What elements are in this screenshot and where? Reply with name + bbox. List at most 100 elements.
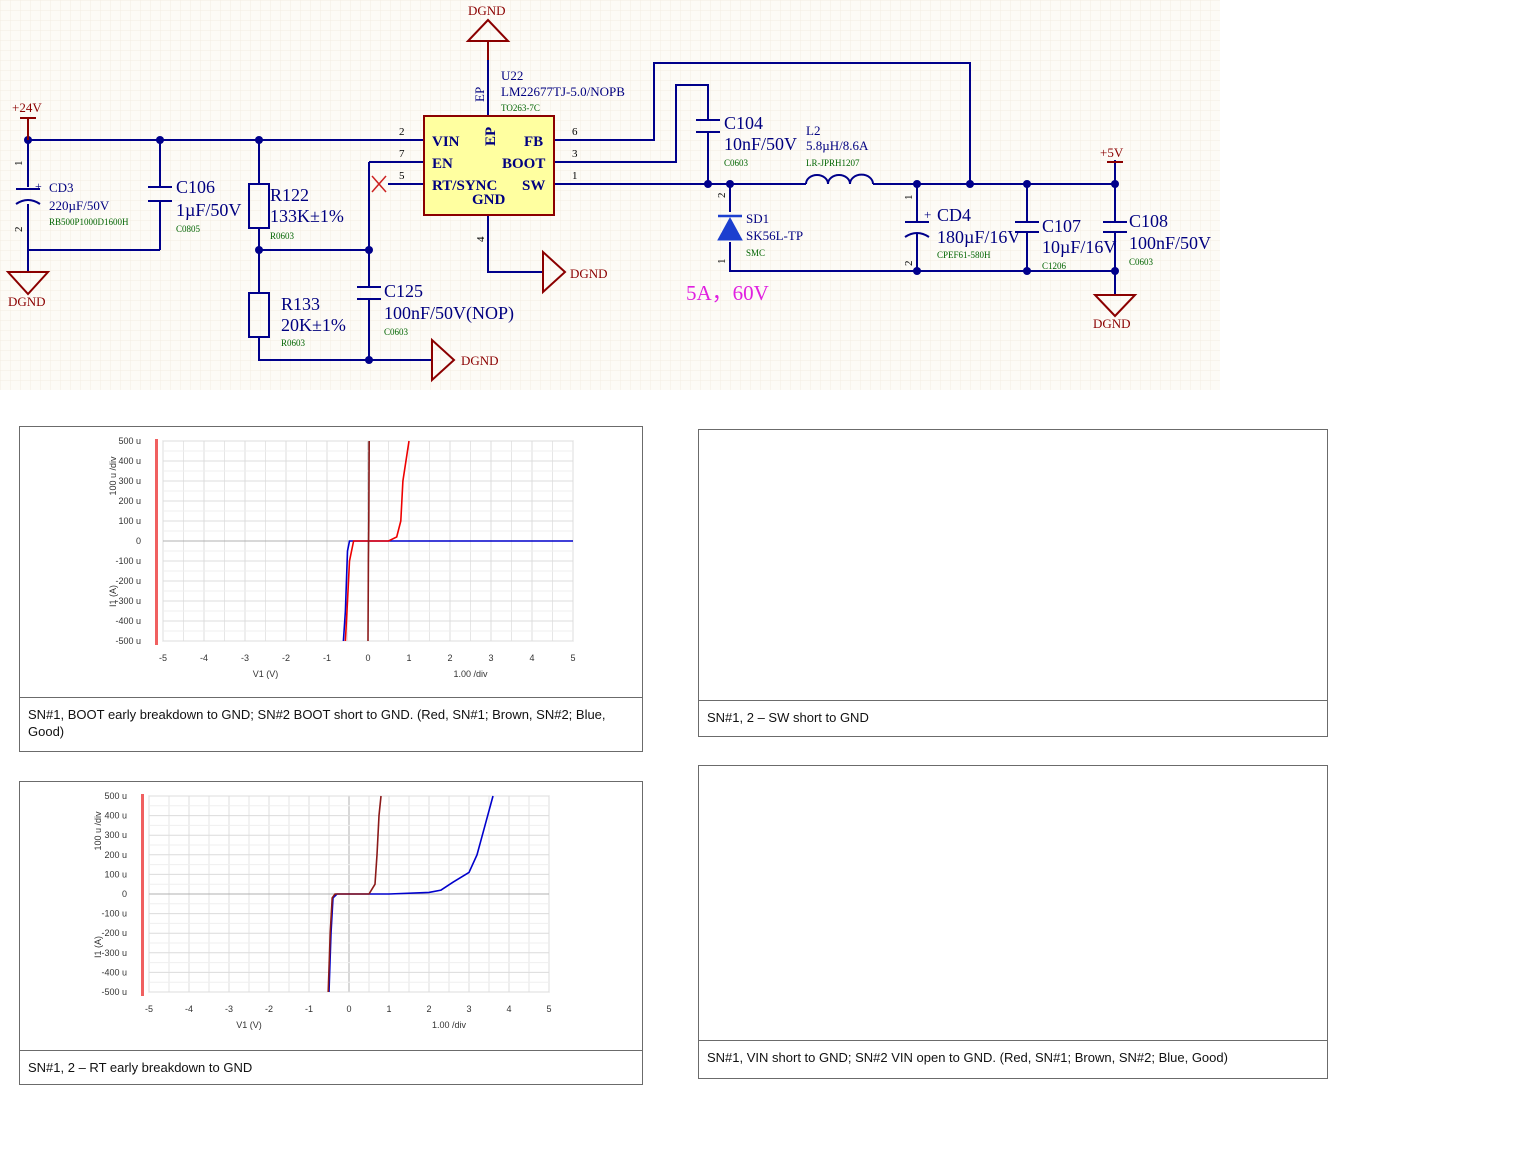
designator: C104: [724, 113, 763, 133]
gnd-symbol-right: DGND: [1092, 294, 1138, 331]
gnd-symbol-top: DGND: [465, 3, 511, 60]
footprint: R0603: [270, 231, 295, 241]
ic-u22: VIN EN RT/SYNC FB BOOT SW GND EP EP 2 7 …: [399, 68, 625, 242]
x-tick-label: 5: [546, 1004, 551, 1014]
plot-caption: SN#1, 2 – RT early breakdown to GND: [20, 1050, 642, 1084]
y-tick-label: 300 u: [104, 830, 127, 840]
value: 180µF/16V: [937, 227, 1020, 247]
rating-note: 5A，60V: [686, 281, 769, 305]
x-tick-label: -2: [265, 1004, 273, 1014]
x-tick-label: -3: [225, 1004, 233, 1014]
plot-caption: SN#1, VIN short to GND; SN#2 VIN open to…: [699, 1040, 1327, 1078]
gnd-label: DGND: [461, 353, 499, 368]
value: 10µF/16V: [1042, 237, 1116, 257]
axis-marker: [141, 794, 144, 996]
ic-pin-rt: RT/SYNC: [432, 178, 497, 194]
y-tick-label: -100 u: [115, 556, 141, 566]
value: 100nF/50V(NOP): [384, 303, 514, 324]
net-label-5v: +5V: [1100, 145, 1124, 160]
value: 10nF/50V: [724, 134, 797, 154]
footprint: C0603: [724, 158, 749, 168]
y-tick-label: 500 u: [104, 791, 127, 801]
y-tick-label: 100 u: [118, 516, 141, 526]
capacitor-cd3: + 1 2 CD3 220µF/50V RB500P1000D1600H: [13, 161, 129, 233]
ic-pinnum-rt: 5: [399, 170, 405, 182]
x-tick-label: 3: [466, 1004, 471, 1014]
capacitor-cd4: + 1 2 CD4 180µF/16V CPEF61-580H: [903, 195, 1020, 267]
x-tick-label: 0: [346, 1004, 351, 1014]
series-line-2: [367, 440, 370, 642]
capacitor-c104: C104 10nF/50V C0603: [696, 113, 797, 168]
designator: CD3: [49, 180, 74, 195]
x-tick-label: 3: [488, 653, 493, 663]
ic-pinnum-fb: 6: [572, 126, 578, 138]
x-tick-label: -5: [145, 1004, 153, 1014]
x-tick-label: 0: [365, 653, 370, 663]
y-tick-label: 300 u: [118, 476, 141, 486]
power-port-24v: +24V: [12, 100, 42, 140]
value: 100nF/50V: [1129, 233, 1211, 253]
resistor-r122: R122 133K±1% R0603: [248, 183, 344, 241]
y-tick-label: 100 u: [104, 869, 127, 879]
x-tick-label: 4: [529, 653, 534, 663]
ic-designator: U22: [501, 68, 523, 83]
y-tick-label: -500 u: [115, 636, 141, 646]
x-tick-label: -5: [159, 653, 167, 663]
ic-pinnum-en: 7: [399, 148, 405, 160]
x-tick-label: -4: [200, 653, 208, 663]
pin-number: 2: [716, 193, 728, 199]
x-axis-label: V1 (V): [236, 1020, 262, 1030]
ic-pin-ep: EP: [483, 127, 499, 146]
y-tick-label: 0: [122, 889, 127, 899]
no-connect-mark: [371, 175, 387, 193]
gnd-label: DGND: [468, 3, 506, 18]
y-tick-label: -100 u: [101, 909, 127, 919]
footprint: SMC: [746, 248, 765, 258]
x-tick-label: -1: [305, 1004, 313, 1014]
pin-number: 1: [716, 259, 728, 265]
y-tick-label: -300 u: [101, 948, 127, 958]
x-tick-label: -4: [185, 1004, 193, 1014]
value: 220µF/50V: [49, 198, 110, 213]
capacitor-c108: C108 100nF/50V C0603: [1103, 211, 1211, 267]
value: SK56L-TP: [746, 228, 803, 243]
designator: R133: [281, 294, 320, 314]
designator: C106: [176, 177, 215, 197]
ic-pin-gnd: GND: [472, 192, 506, 208]
x-axis-division-label: 1.00 /div: [432, 1020, 467, 1030]
ic-pinnum-boot: 3: [572, 148, 578, 160]
y-axis-division-label: 100 u /div: [93, 811, 103, 851]
y-axis-division-label: 100 u /div: [108, 456, 118, 496]
value: 133K±1%: [270, 206, 344, 226]
series-line-1: [327, 795, 382, 993]
x-tick-label: 5: [570, 653, 575, 663]
ic-pinnum-gnd: 4: [475, 236, 487, 242]
ic-pin-sw: SW: [522, 178, 545, 194]
power-port-5v: +5V: [1100, 145, 1124, 163]
gnd-label: DGND: [8, 294, 46, 309]
x-axis-division-label: 1.00 /div: [453, 669, 488, 679]
y-tick-label: 400 u: [118, 456, 141, 466]
y-tick-label: -400 u: [101, 967, 127, 977]
y-tick-label: -300 u: [115, 596, 141, 606]
y-tick-label: 500 u: [118, 436, 141, 446]
ic-part-number: LM22677TJ-5.0/NOPB: [501, 84, 625, 99]
gnd-label: DGND: [570, 266, 608, 281]
footprint: R0603: [281, 338, 306, 348]
y-tick-label: 200 u: [118, 496, 141, 506]
capacitor-c125: C125 100nF/50V(NOP) C0603: [357, 281, 514, 337]
ic-pin-fb: FB: [524, 134, 543, 150]
series-line-1: [344, 440, 410, 642]
y-tick-label: 0: [136, 536, 141, 546]
net-label-24v: +24V: [12, 100, 42, 115]
footprint: C0805: [176, 224, 201, 234]
designator: CD4: [937, 205, 971, 225]
svg-text:+: +: [35, 179, 42, 193]
